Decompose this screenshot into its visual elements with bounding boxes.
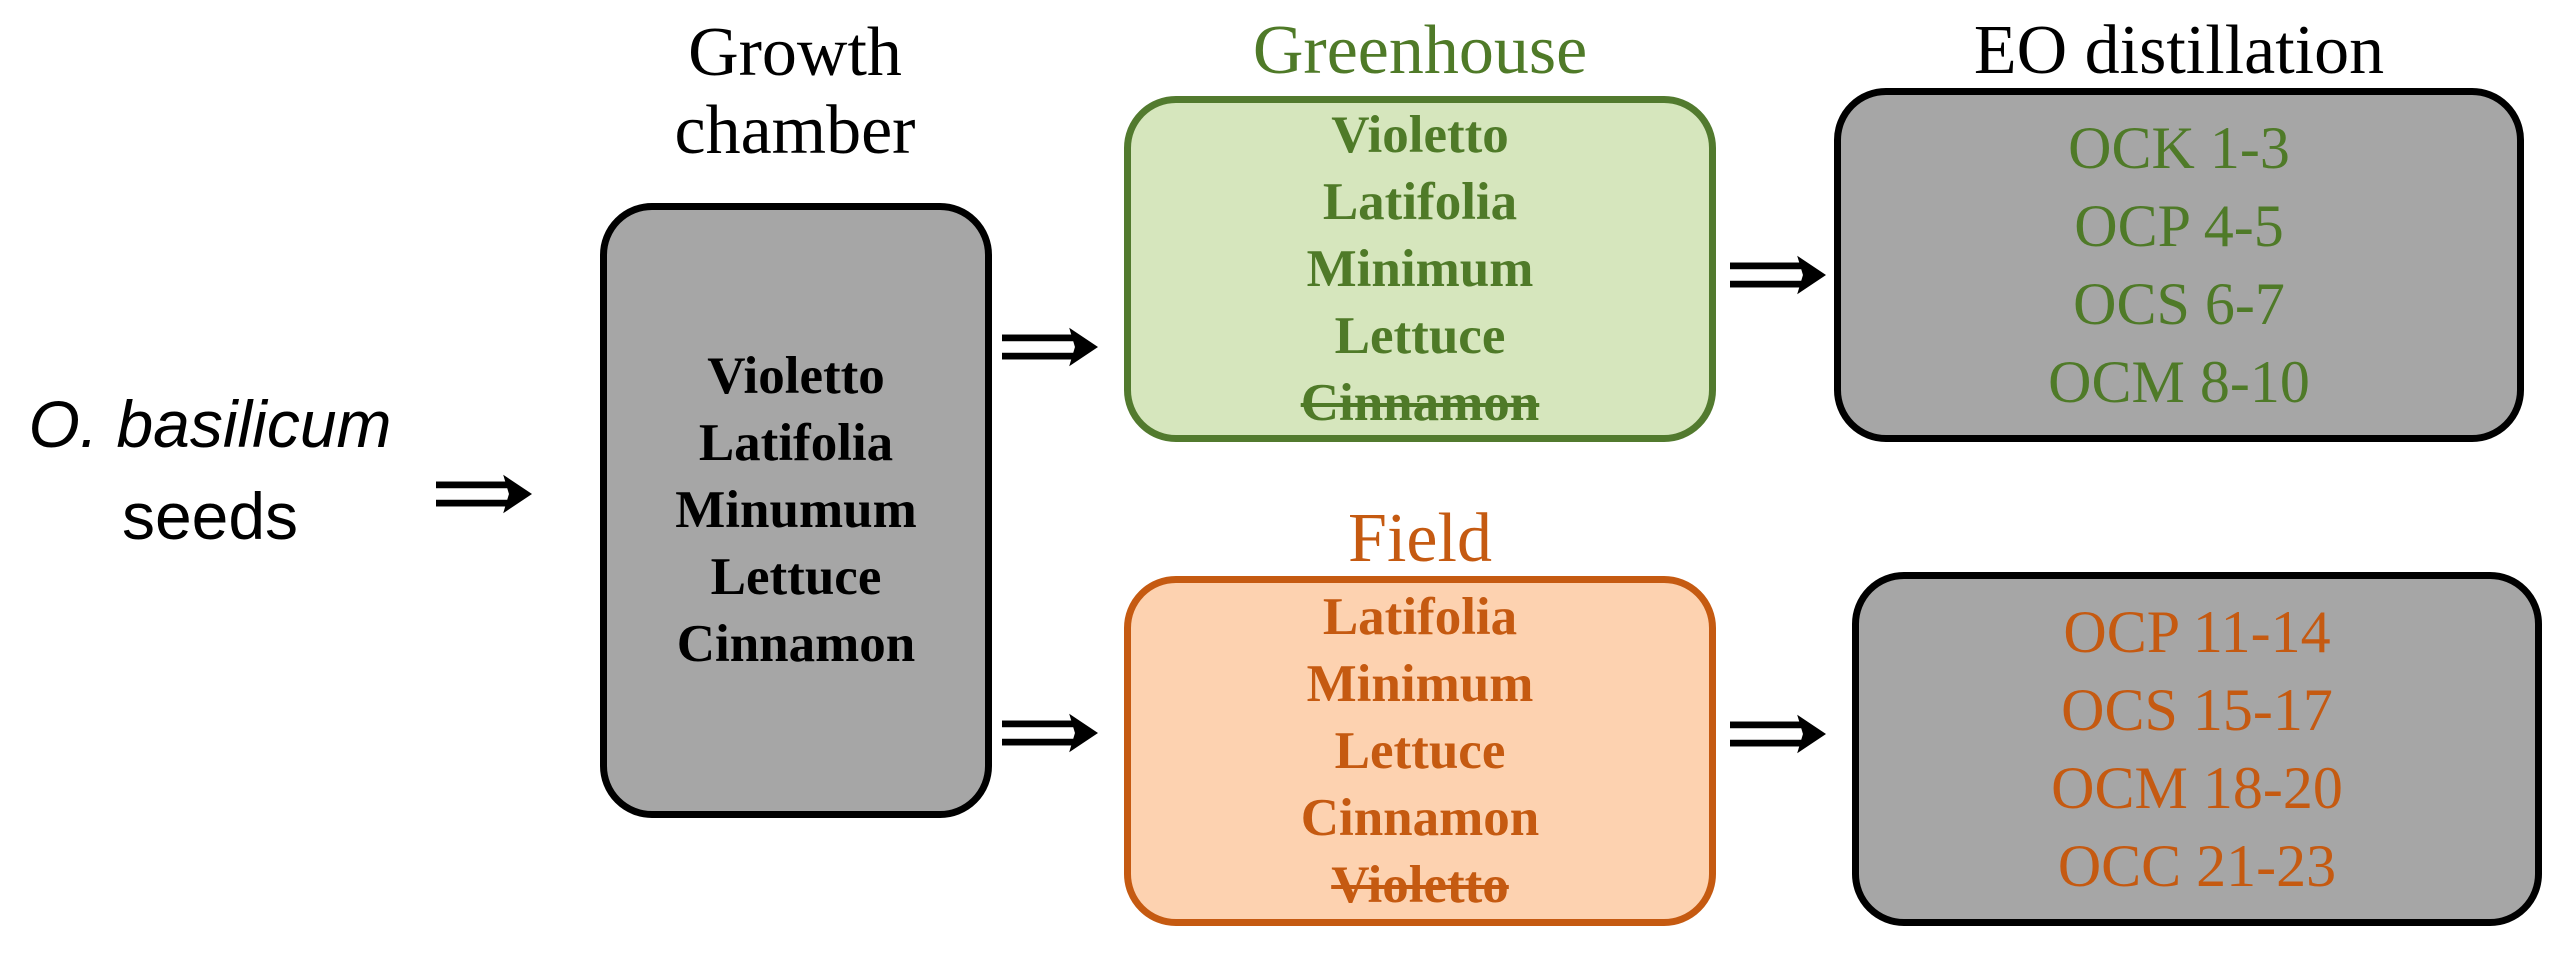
list-item: Minimum <box>1306 654 1534 713</box>
sample-code: OCM 8-10 <box>2048 349 2310 415</box>
double-arrow-right-icon <box>1730 255 1826 295</box>
double-arrow-right-icon <box>1002 327 1098 367</box>
list-item: Lettuce <box>1334 306 1506 365</box>
field-heading: Field <box>1348 500 1492 577</box>
eo-distillation-heading: EO distillation <box>1973 12 2385 89</box>
seeds-text: seeds <box>121 479 299 553</box>
list-item: Cinnamon <box>676 615 916 673</box>
list-item: Lettuce <box>1334 721 1506 780</box>
greenhouse-heading: Greenhouse <box>1252 12 1588 89</box>
list-item: Lettuce <box>710 548 882 606</box>
eo-greenhouse-box: OCK 1-3 OCP 4-5 OCS 6-7 OCM 8-10 <box>1834 88 2524 442</box>
growth-chamber-box: Violetto Latifolia Minumum Lettuce Cinna… <box>600 203 992 818</box>
list-item: Minimum <box>1306 239 1534 298</box>
eo-field-box: OCP 11-14 OCS 15-17 OCM 18-20 OCC 21-23 <box>1852 572 2542 926</box>
list-item-struck: Violetto <box>1331 855 1509 914</box>
sample-code: OCC 21-23 <box>2057 833 2337 899</box>
double-arrow-right-icon <box>436 474 532 514</box>
list-item: Latifolia <box>1322 172 1518 231</box>
list-item: Cinnamon <box>1300 788 1540 847</box>
list-item: Latifolia <box>698 414 894 472</box>
list-item-struck: Cinnamon <box>1300 373 1540 432</box>
sample-code: OCS 6-7 <box>2073 271 2285 337</box>
greenhouse-box: Violetto Latifolia Minimum Lettuce Cinna… <box>1124 96 1716 442</box>
list-item: Violetto <box>1331 105 1509 164</box>
sample-code: OCM 18-20 <box>2051 755 2343 821</box>
growth-chamber-heading: Growth chamber <box>674 14 916 169</box>
list-item: Violetto <box>707 347 885 405</box>
field-box: Latifolia Minimum Lettuce Cinnamon Viole… <box>1124 576 1716 926</box>
sample-code: OCS 15-17 <box>2061 677 2333 743</box>
seeds-label: O. basilicum seeds <box>10 378 410 562</box>
species-name: O. basilicum <box>28 387 392 461</box>
list-item: Latifolia <box>1322 587 1518 646</box>
sample-code: OCK 1-3 <box>2068 115 2290 181</box>
double-arrow-right-icon <box>1730 714 1826 754</box>
sample-code: OCP 4-5 <box>2074 193 2284 259</box>
sample-code: OCP 11-14 <box>2063 599 2331 665</box>
double-arrow-right-icon <box>1002 713 1098 753</box>
list-item: Minumum <box>675 481 917 539</box>
